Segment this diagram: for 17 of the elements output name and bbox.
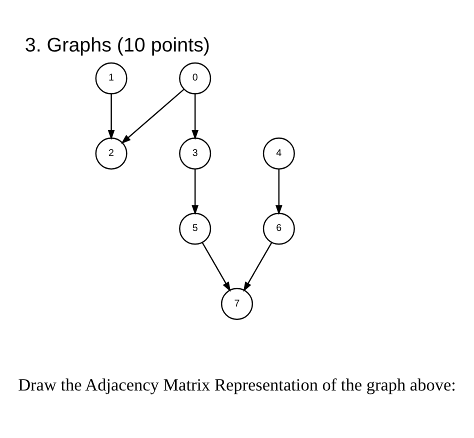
arrow — [243, 242, 272, 292]
node-circle: 6 — [262, 212, 295, 244]
arrow — [108, 93, 115, 140]
caption: Draw the Adjacency Matrix Representation of the graph above: — [18, 374, 456, 394]
arrow — [121, 88, 184, 144]
node-circle: 7 — [220, 287, 254, 320]
node-circle: 0 — [179, 62, 212, 94]
node-circle: 4 — [262, 137, 295, 170]
arrow — [202, 242, 231, 292]
arrow — [192, 93, 199, 140]
arrow — [192, 168, 199, 215]
node-circle: 1 — [95, 62, 128, 94]
arrow — [275, 168, 282, 215]
node-circle: 3 — [179, 137, 212, 170]
node-circle: 5 — [179, 212, 212, 244]
diagram-title: 3. Graphs (10 points) — [24, 34, 210, 56]
node-circle: 2 — [95, 137, 128, 170]
